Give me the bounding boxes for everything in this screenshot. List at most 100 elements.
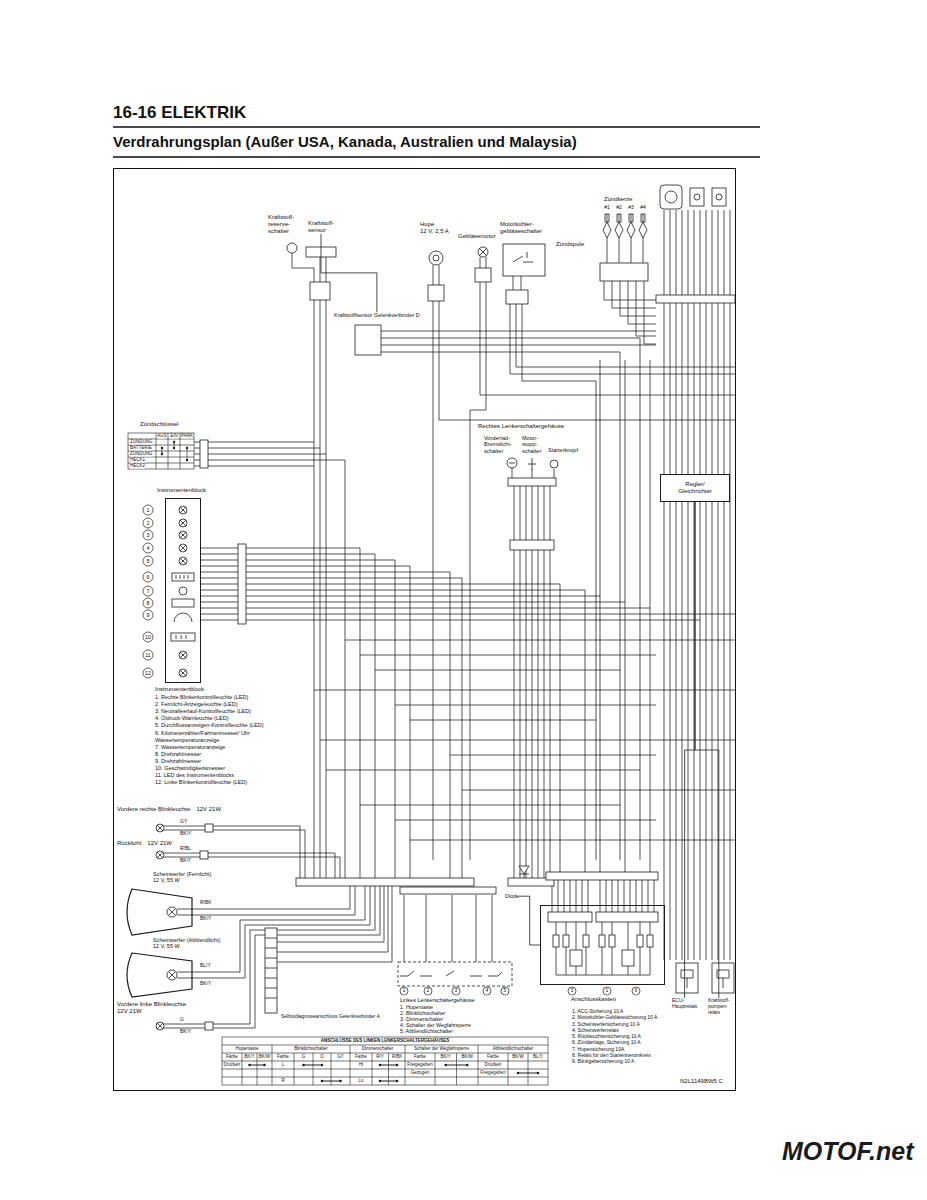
key-table-dot xyxy=(186,459,188,461)
key-terminal: ZÜNDUNG xyxy=(130,452,153,457)
component-label: Vorderrad- Bremslicht- schalter xyxy=(484,435,512,454)
component-name: Kraftstoff- pumpen- relais xyxy=(708,998,730,1015)
table-cell: Farbe xyxy=(277,1055,289,1060)
table-cell: Hi xyxy=(359,1063,363,1068)
component-symbol xyxy=(127,953,192,997)
component-name: Rücklicht xyxy=(117,840,141,847)
list-item: 4. Öldruck-Warnleuchte (LED) xyxy=(155,715,295,722)
key-terminal: BATTERIE xyxy=(130,446,152,451)
component-name: Gebläsemotor xyxy=(458,233,496,240)
list-item: 11. LED des Instrumentenblocks xyxy=(155,772,295,779)
component-label: Linkes Lenkerschaltergehäuse xyxy=(400,997,475,1003)
wire-connector xyxy=(685,502,695,998)
callout-number: 4 xyxy=(146,545,149,551)
component-symbol xyxy=(433,255,439,261)
component-label: Gebläsemotor xyxy=(458,233,496,240)
key-position: PARK xyxy=(181,434,193,439)
wire xyxy=(664,210,730,295)
component-label: Rechtes Lenkerschaltergehäuse xyxy=(478,423,564,430)
component-label: Instrumentenblock xyxy=(157,487,206,494)
wire xyxy=(194,442,345,880)
wire xyxy=(201,548,238,620)
key-table-dot xyxy=(161,447,163,449)
callout-number-position: 3 xyxy=(455,988,458,994)
wire xyxy=(404,895,492,962)
table-cell-position: Freigegeben xyxy=(407,1063,432,1068)
key-table-grid xyxy=(128,433,194,469)
callout-number: 2 xyxy=(146,520,149,526)
wire xyxy=(604,281,656,344)
callout-circle xyxy=(143,505,153,515)
component-label: Diode xyxy=(505,893,519,899)
table-cell: BK/W xyxy=(259,1055,271,1060)
component-label: Kraftstoff- pumpen- relais xyxy=(708,998,730,1015)
callout-circle xyxy=(143,668,153,678)
callout-circle xyxy=(143,572,153,582)
list-heading: Instrumentenblock xyxy=(155,686,295,694)
callout-number: 6 xyxy=(146,574,149,580)
table-cell: BK/Y xyxy=(441,1055,451,1060)
callout-number-position: 9 xyxy=(146,612,149,618)
component-symbol xyxy=(553,935,559,947)
callout-number: 3 xyxy=(146,532,149,538)
callout-number: 1 xyxy=(606,988,609,994)
component-name: Rechtes Lenkerschaltergehäuse xyxy=(478,423,564,430)
table-cell: R/BK xyxy=(392,1055,403,1060)
diagram-frame xyxy=(114,169,736,1091)
key-table-dot xyxy=(173,441,175,443)
table-header-position: Dimmerschalter xyxy=(362,1047,394,1052)
table-cell: Lo xyxy=(358,1079,363,1084)
wire-connector xyxy=(519,896,540,945)
callout-number: 7 xyxy=(146,588,149,594)
connector-block xyxy=(400,887,496,894)
table-cell-position: O xyxy=(320,1055,324,1060)
callout-circle xyxy=(632,987,640,995)
component-label: Scheinwerfer (Abblendlicht)12 V, 55 W xyxy=(153,937,220,950)
component-symbol xyxy=(172,573,194,581)
watermark: MOTOF.net xyxy=(782,1138,913,1166)
component-symbol xyxy=(174,613,192,622)
key-table-dot xyxy=(161,453,163,455)
table-cell-position: Farbe xyxy=(355,1055,367,1060)
switch-table-grid xyxy=(222,1037,548,1085)
component-name: Motorkühler- gebläseschalter xyxy=(500,221,542,235)
page-rule xyxy=(113,127,760,157)
table-cell: Drücken xyxy=(485,1063,502,1068)
table-title: ANSCHLÜSSE DES LINKEN LENKERSCHALTERGEHÄ… xyxy=(321,1039,450,1044)
diagram-title: Verdrahrungsplan (Außer USA, Kanada, Aus… xyxy=(113,133,577,150)
component-name: 12 V, 55 W xyxy=(153,943,220,949)
wire xyxy=(664,303,730,960)
component-label: Kraftstoffsensor Gelenkverbinder D xyxy=(334,312,420,318)
component-box: Regler/ Gleichrichter xyxy=(660,474,730,502)
switch-table-grid xyxy=(222,1045,548,1077)
table-cell-position: BK/W xyxy=(512,1055,524,1060)
callout-number-position: 1 xyxy=(403,988,406,994)
label-list: 1. Hupentaste2. Blinklichtschalter3. Dim… xyxy=(400,1004,540,1034)
key-table-grid xyxy=(128,433,194,469)
table-header-position: Blinklichtschalter xyxy=(294,1047,328,1052)
switch-table-dot xyxy=(517,1072,520,1075)
key-position-position: EIN xyxy=(170,434,178,439)
wire xyxy=(552,880,654,912)
drawing-code: N2L1149BW5 C xyxy=(680,1078,723,1085)
component-symbol xyxy=(690,188,704,206)
component-name: Hupe xyxy=(420,221,449,228)
table-cell: G xyxy=(302,1055,306,1060)
component-name: Selbstdiagnoseanschluss Gelenkverbinder … xyxy=(281,1014,380,1020)
table-cell: R/Y xyxy=(376,1055,384,1060)
key-terminal: ZÜNDUNG xyxy=(130,440,153,445)
table-cell-position: Farbe xyxy=(277,1055,289,1060)
callout-circle xyxy=(143,543,153,553)
table-header-position: Schalter der Wegfahrsperre xyxy=(414,1047,469,1052)
callout-number-position: 3 xyxy=(146,532,149,538)
component-symbol xyxy=(172,599,194,607)
component-symbol xyxy=(507,458,517,468)
table-cell: Drücken xyxy=(224,1063,241,1068)
table-cell: BL/Y xyxy=(533,1055,543,1060)
key-position-position: PARK xyxy=(181,434,193,439)
component-name: Zündkerze xyxy=(604,196,632,203)
callout-number-position: 3 xyxy=(571,988,574,994)
callout-circle xyxy=(424,987,432,995)
component-symbol xyxy=(479,248,487,256)
switch-table-dot xyxy=(263,1064,266,1067)
